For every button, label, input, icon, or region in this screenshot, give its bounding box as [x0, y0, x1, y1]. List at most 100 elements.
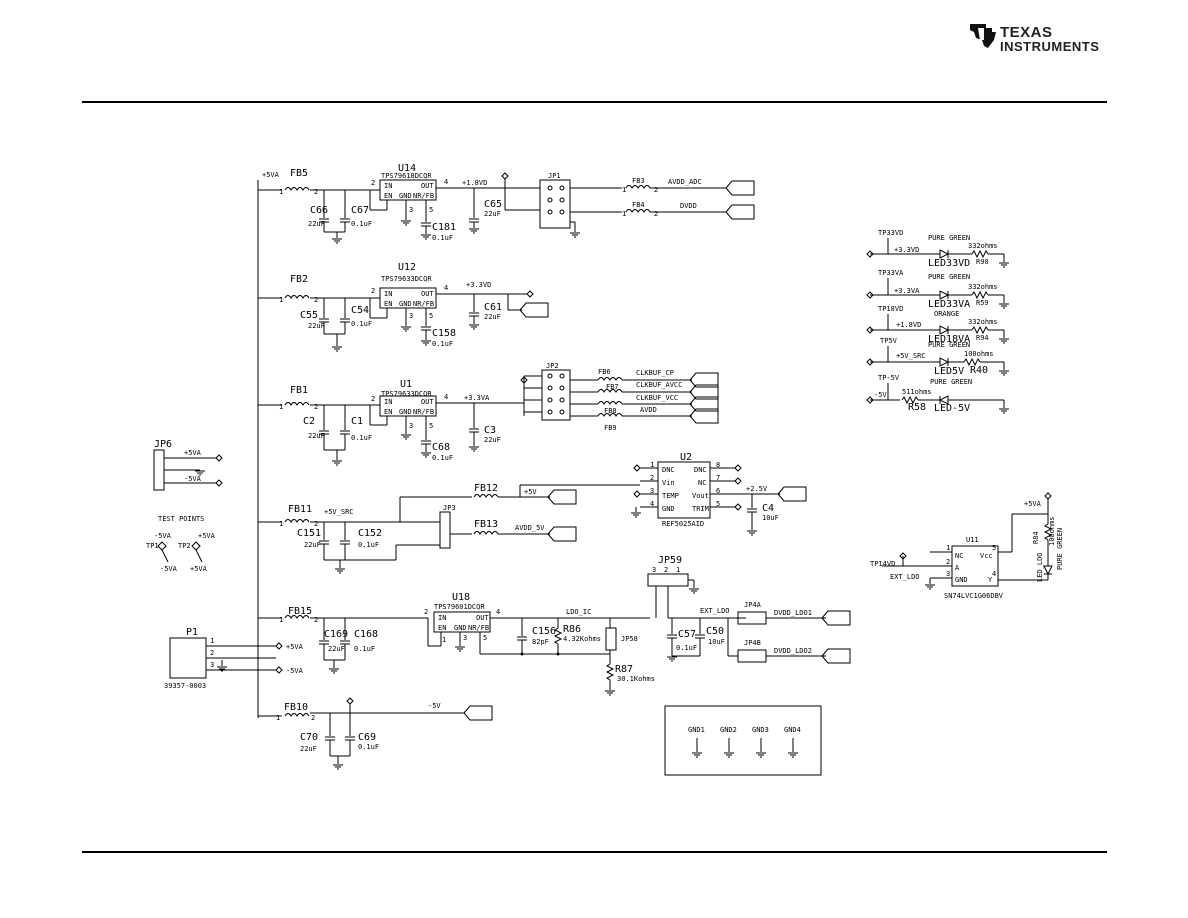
svg-text:CLKBUF_VCC: CLKBUF_VCC [636, 394, 678, 402]
svg-text:C169: C169 [324, 629, 348, 640]
jp2-block: JP2 FB6 FB7 FB8 FB9 CLKBUF_CP CLKBUF_AVC… [541, 362, 719, 432]
svg-text:TP1: TP1 [146, 542, 159, 550]
svg-text:4: 4 [650, 500, 654, 508]
svg-text:DVDD_LDO2: DVDD_LDO2 [774, 647, 812, 655]
svg-text:R86: R86 [563, 624, 581, 635]
svg-text:511ohms: 511ohms [902, 388, 932, 396]
svg-text:JP2: JP2 [546, 362, 559, 370]
svg-text:1: 1 [279, 616, 283, 624]
svg-text:3: 3 [650, 487, 654, 495]
svg-text:+5VA: +5VA [286, 643, 304, 651]
jp3-header [439, 511, 451, 549]
svg-text:+5V_SRC: +5V_SRC [896, 352, 926, 360]
svg-text:EN: EN [384, 300, 392, 308]
svg-text:R90: R90 [976, 258, 989, 266]
svg-text:JP58: JP58 [621, 635, 638, 643]
svg-text:Y: Y [988, 576, 993, 584]
svg-text:+5VA: +5VA [1024, 500, 1042, 508]
led-indicators: TP33VD +3.3VD PURE GREEN LED33VD 332ohms… [866, 229, 1010, 414]
svg-text:1: 1 [210, 637, 214, 645]
svg-text:3: 3 [652, 566, 656, 574]
svg-text:FB11: FB11 [288, 504, 312, 515]
p1-connector: P1 39357-0003 123 +5VA -5VA [164, 627, 304, 716]
svg-text:P1: P1 [186, 627, 198, 638]
svg-text:DVDD_LDO1: DVDD_LDO1 [774, 609, 812, 617]
c67-label: C67 [351, 205, 369, 216]
svg-text:22uF: 22uF [484, 210, 501, 218]
svg-text:NR/FB: NR/FB [468, 624, 489, 632]
svg-text:R94: R94 [976, 334, 989, 342]
svg-text:JP4A: JP4A [744, 601, 762, 609]
svg-text:C158: C158 [432, 328, 456, 339]
svg-text:EN: EN [384, 408, 392, 416]
svg-text:TPS79601DCQR: TPS79601DCQR [434, 603, 485, 611]
svg-text:332ohms: 332ohms [968, 242, 998, 250]
bottom-rule [82, 851, 1107, 853]
svg-text:PURE GREEN: PURE GREEN [928, 341, 970, 349]
gnd-box: GND1 GND2 GND3 GND4 [664, 705, 822, 776]
svg-text:A: A [955, 564, 960, 572]
svg-text:TEST POINTS: TEST POINTS [158, 515, 204, 523]
svg-text:C61: C61 [484, 302, 502, 313]
svg-text:C4: C4 [762, 503, 774, 514]
svg-text:1: 1 [279, 520, 283, 528]
svg-text:FB12: FB12 [474, 483, 498, 494]
svg-text:5: 5 [429, 312, 433, 320]
svg-text:TP33VD: TP33VD [878, 229, 903, 237]
svg-text:332ohms: 332ohms [968, 283, 998, 291]
svg-text:JP4B: JP4B [744, 639, 761, 647]
svg-text:2: 2 [650, 474, 654, 482]
svg-text:4: 4 [444, 284, 448, 292]
svg-text:2: 2 [371, 287, 375, 295]
svg-text:GND: GND [955, 576, 968, 584]
svg-text:1: 1 [279, 188, 283, 196]
svg-text:NC: NC [698, 479, 706, 487]
svg-text:TPS79633DCQR: TPS79633DCQR [381, 390, 432, 398]
svg-text:FB10: FB10 [284, 702, 308, 713]
svg-text:C2: C2 [303, 416, 315, 427]
svg-text:FB9: FB9 [604, 424, 617, 432]
svg-text:C70: C70 [300, 732, 318, 743]
svg-text:22uF: 22uF [308, 432, 325, 440]
svg-text:LDO_IC: LDO_IC [566, 608, 591, 616]
svg-text:4: 4 [496, 608, 500, 616]
svg-text:2: 2 [314, 616, 318, 624]
svg-text:10uF: 10uF [708, 638, 725, 646]
svg-text:Vout: Vout [692, 492, 709, 500]
svg-text:U12: U12 [398, 262, 416, 273]
svg-text:PURE GREEN: PURE GREEN [928, 234, 970, 242]
svg-text:TP18VD: TP18VD [878, 305, 903, 313]
fb5-label: FB5 [290, 168, 308, 179]
test-points: TEST POINTS -5VA +5VA TP1 TP2 -5VA +5VA [146, 515, 216, 573]
top-rule [82, 101, 1107, 103]
svg-text:1: 1 [622, 210, 626, 218]
svg-text:U1: U1 [400, 379, 412, 390]
svg-text:0.1uF: 0.1uF [358, 541, 379, 549]
svg-text:TP2: TP2 [178, 542, 191, 550]
svg-text:+2.5V: +2.5V [746, 485, 768, 493]
u14-chip [379, 179, 437, 201]
svg-text:3: 3 [946, 570, 950, 578]
svg-text:5: 5 [429, 206, 433, 214]
svg-text:0.1uF: 0.1uF [351, 320, 372, 328]
svg-text:AVDD_5V: AVDD_5V [515, 524, 545, 532]
svg-text:TEMP: TEMP [662, 492, 679, 500]
svg-text:LED5V: LED5V [934, 366, 964, 377]
svg-text:FB2: FB2 [290, 274, 308, 285]
svg-text:TPS79618DCQR: TPS79618DCQR [381, 172, 432, 180]
c66-label: C66 [310, 205, 328, 216]
svg-text:GND: GND [662, 505, 675, 513]
svg-text:0.1uF: 0.1uF [351, 434, 372, 442]
svg-text:EXT_LDO: EXT_LDO [700, 607, 730, 615]
svg-text:2: 2 [314, 520, 318, 528]
svg-text:IN: IN [384, 398, 392, 406]
svg-text:+5VA: +5VA [198, 532, 216, 540]
svg-text:2: 2 [314, 188, 318, 196]
svg-text:3: 3 [409, 422, 413, 430]
svg-text:R40: R40 [970, 365, 988, 376]
